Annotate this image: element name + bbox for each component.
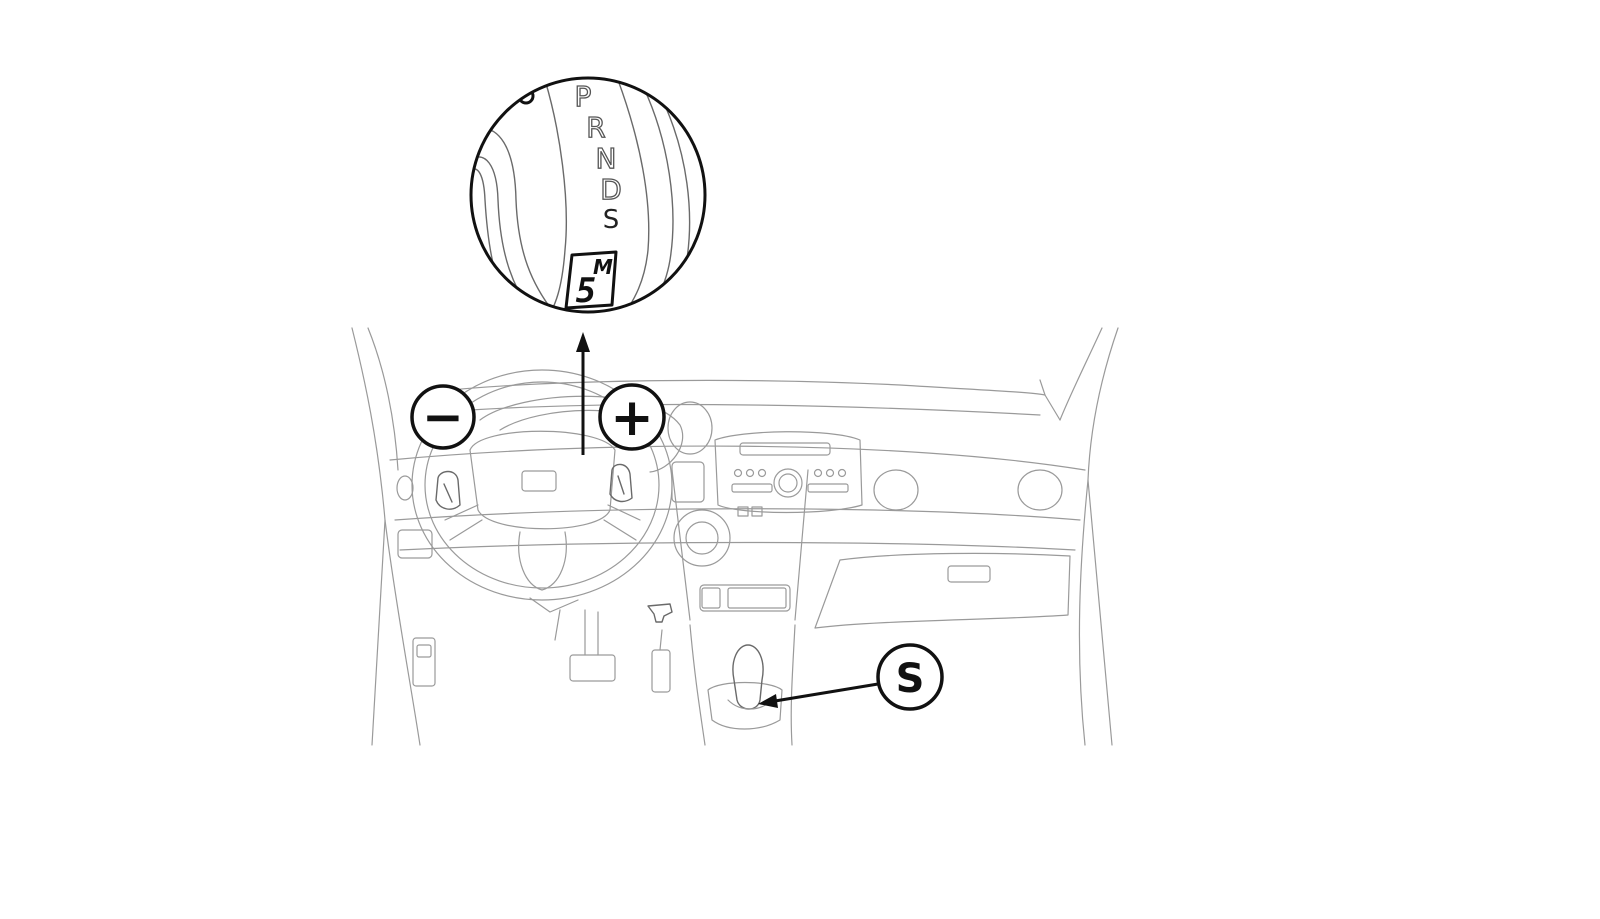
gear-selector-lever <box>732 644 764 710</box>
magnifier-arrow <box>576 332 590 455</box>
gear-position-s: S <box>603 205 620 235</box>
climate-dial <box>673 509 731 567</box>
indicator-strip-right <box>617 79 650 312</box>
audio-buttons <box>731 468 849 517</box>
right-pillar-trim <box>1039 379 1061 421</box>
select-callout-arrow-line <box>774 682 879 703</box>
minus-callout: − <box>410 384 476 450</box>
center-console <box>689 624 796 746</box>
magnifier-background <box>471 78 705 312</box>
brake-pedal <box>569 654 616 682</box>
plus-symbol: + <box>610 388 654 448</box>
left-door-switch-inner <box>416 644 432 658</box>
audio-display <box>739 442 831 456</box>
left-a-pillar <box>351 327 386 746</box>
gear-indicator-magnifier: P R N D S M 5 <box>469 76 707 314</box>
center-stack-sides <box>671 469 809 621</box>
hazard-panel <box>671 461 705 503</box>
select-callout-arrow-head <box>758 694 778 708</box>
paddle-shifter-right-detail <box>617 475 625 495</box>
glovebox <box>814 552 1071 629</box>
dashboard-lower <box>399 541 1076 551</box>
steering-spoke-right <box>603 504 641 541</box>
steering-spoke-left <box>444 504 483 541</box>
steering-wheel-rim-inner <box>424 381 660 589</box>
magnifier-arrow-head <box>576 332 590 352</box>
audio-unit <box>714 431 863 514</box>
minus-callout-circle <box>410 384 476 450</box>
center-switch-row <box>699 584 791 612</box>
audio-knob-inner <box>778 473 798 493</box>
glovebox-handle <box>947 565 991 583</box>
accelerator-pedal <box>651 649 671 693</box>
paddle-shifter-left <box>435 470 461 510</box>
console-bezel <box>707 681 783 730</box>
select-callout-circle <box>876 643 944 711</box>
center-switch-2 <box>727 587 787 609</box>
gear-position-n: N <box>596 142 617 175</box>
minus-symbol: − <box>422 388 464 446</box>
paddle-shifter-right <box>609 463 633 503</box>
left-door-edge <box>384 519 421 746</box>
manual-mode-window <box>564 250 618 310</box>
gear-position-r: R <box>586 111 605 144</box>
center-switch-1 <box>701 587 721 609</box>
right-vent <box>1017 469 1063 511</box>
left-vent <box>396 475 414 501</box>
plus-callout-circle <box>598 383 666 451</box>
plus-callout: + <box>598 383 666 451</box>
left-door-switch <box>412 637 436 687</box>
dashboard-top <box>429 379 1046 396</box>
right-a-pillar <box>1087 327 1119 746</box>
magnifier-ring <box>469 76 707 314</box>
dashboard-mid <box>394 508 1081 521</box>
select-callout: S <box>758 643 944 711</box>
magnifier-contents: P R N D S M 5 <box>471 79 691 312</box>
dashboard-top-2 <box>469 403 1041 416</box>
right-a-pillar-inner <box>1059 327 1103 421</box>
floor-edge-left <box>554 609 561 641</box>
steering-column <box>529 597 579 613</box>
steering-spoke-bottom <box>518 531 567 591</box>
right-door-edge <box>1078 479 1089 746</box>
left-a-pillar-inner <box>367 327 399 471</box>
steering-wheel-hub <box>469 430 616 530</box>
center-right-vent <box>873 469 919 511</box>
indicator-strip-left <box>544 79 567 312</box>
hood-release <box>647 603 673 623</box>
brake-pedal-arm <box>584 609 599 656</box>
center-left-vent <box>667 401 713 455</box>
gear-position-p: P <box>575 80 592 113</box>
dashboard-front-edge <box>389 445 1086 471</box>
gear-position-d: D <box>600 173 622 206</box>
meter-bezel-left <box>471 127 561 312</box>
climate-dial-inner <box>685 521 719 555</box>
dashboard-drawing <box>351 327 1119 746</box>
manual-mode-letter: M <box>593 255 613 279</box>
select-callout-letter: S <box>896 656 925 702</box>
paddle-shifter-left-detail <box>443 483 453 503</box>
left-lower-panel <box>397 529 433 559</box>
steering-wheel-emblem <box>521 470 557 492</box>
audio-knob <box>773 468 803 498</box>
accelerator-arm <box>659 629 663 651</box>
manual-gear-digit: 5 <box>576 271 596 311</box>
